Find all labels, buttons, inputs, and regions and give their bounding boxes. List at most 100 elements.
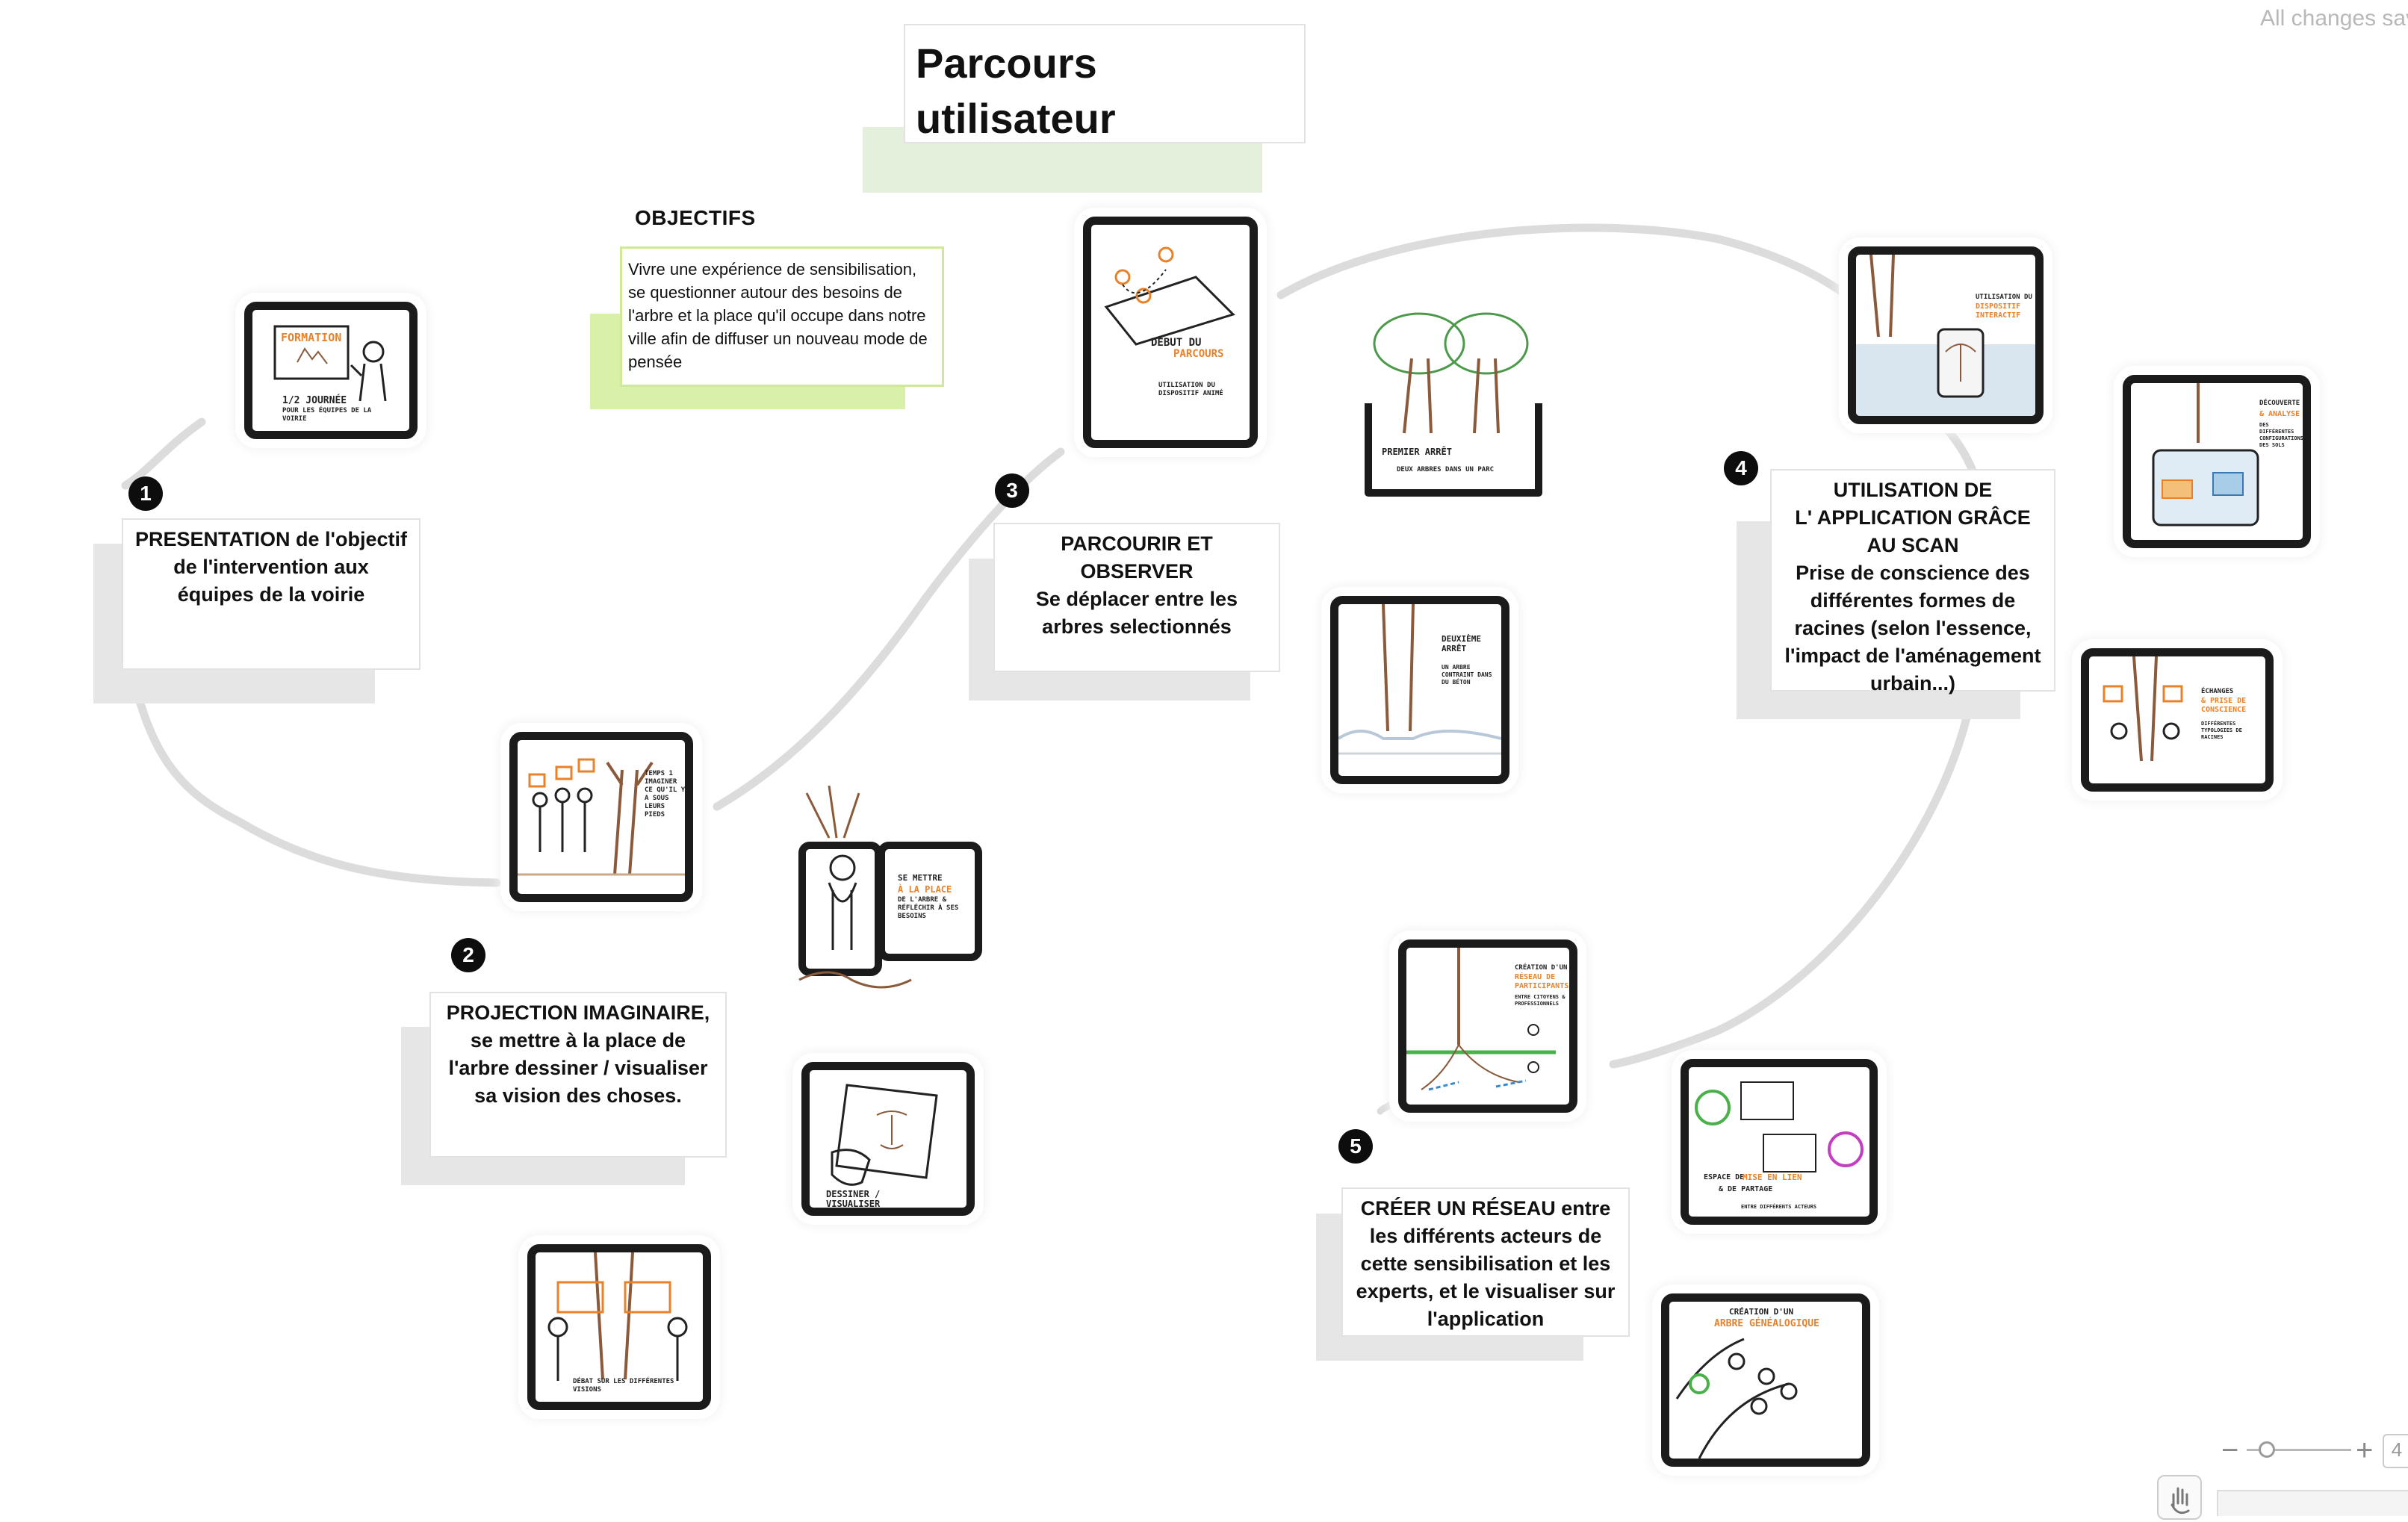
decouverte-caption1: découverte <box>2259 400 2300 407</box>
step2-line: PROJECTION IMAGINAIRE, <box>446 1001 710 1024</box>
step3-line: OBSERVER <box>1080 560 1194 583</box>
step3-line: PARCOURIR ET <box>1061 532 1213 555</box>
dessiner-caption: DESSINER / VISUALISER <box>826 1189 881 1209</box>
step3-line: Se déplacer entre les <box>1035 588 1238 610</box>
step5-line: cette sensibilisation et les <box>1360 1252 1611 1275</box>
step2-number-badge: 2 <box>451 938 485 972</box>
reseau-highlight: réseau de participants <box>1515 973 1569 990</box>
echanges-caption2: différentes typologies de racines <box>2201 721 2242 740</box>
objectives-heading[interactable]: OBJECTIFS <box>635 206 756 229</box>
echanges-caption1: échanges <box>2201 688 2234 695</box>
step4-line: racines (selon l'essence, <box>1794 617 2032 639</box>
exchange-icon <box>2103 656 2183 762</box>
espace-caption2: & de partage <box>1719 1185 1773 1193</box>
temps1-caption: TEMPS 1 imaginer ce qu'il y a sous leurs… <box>645 770 686 819</box>
sketch-espace[interactable]: espace de mise en lien & de partage entr… <box>1681 1059 1878 1225</box>
title-card[interactable]: Parcours utilisateur <box>904 24 1306 143</box>
step1-number-badge: 1 <box>128 476 163 511</box>
step4-line: UTILISATION DE <box>1833 479 1993 501</box>
zoom-slider-handle[interactable] <box>2259 1441 2275 1458</box>
formation-caption2: pour les équipes de la voirie <box>282 407 372 423</box>
sketch-utilisation[interactable]: utilisation du dispositif interactif <box>1848 246 2044 424</box>
step4-line: l'impact de l'aménagement <box>1784 644 2041 667</box>
formation-title: FORMATION <box>281 331 342 344</box>
se-mettre-caption1: se mettre <box>898 873 943 883</box>
utilisation-highlight: dispositif interactif <box>1976 302 2021 320</box>
step2-line: sa vision des choses. <box>474 1084 682 1107</box>
step2-card[interactable]: PROJECTION IMAGINAIRE, se mettre à la pl… <box>429 992 727 1158</box>
step4-line: AU SCAN <box>1866 534 1959 556</box>
debut-caption2: utilisation du dispositif animé <box>1158 382 1223 397</box>
deuxieme-arret-caption: DEUXIÈME ARRÊT <box>1442 634 1481 653</box>
save-status: All changes saved <box>2260 6 2408 31</box>
network-tree-icon <box>1406 948 1556 1091</box>
tablet-icon <box>2152 383 2259 527</box>
objectives-card[interactable]: Vivre une expérience de sensibilisation,… <box>620 246 944 387</box>
se-mettre-caption2: de l'arbre & réfléchir à ses besoins <box>898 896 959 920</box>
zoom-out-button[interactable]: − <box>2221 1434 2239 1467</box>
zoom-slider-track[interactable] <box>2247 1449 2351 1451</box>
sketch-formation[interactable]: FORMATION 1/2 journée pour les équipes d… <box>244 302 418 439</box>
debat-caption: DÉBAT sur les différentes visions <box>573 1378 674 1394</box>
step3-line: arbres selectionnés <box>1042 615 1232 638</box>
step4-line: L' APPLICATION GRÂCE <box>1795 506 2031 529</box>
sketch-premier-arret[interactable]: PREMIER ARRÊT deux arbres dans un parc <box>1359 299 1546 505</box>
step5-line: les différents acteurs de <box>1369 1225 1602 1247</box>
two-trees-icon <box>1365 312 1542 497</box>
step4-line: différentes formes de <box>1810 589 2016 612</box>
deuxieme-arret-sub: un arbre contraint dans du béton <box>1442 664 1492 686</box>
premier-arret-caption: PREMIER ARRÊT <box>1382 447 1452 457</box>
step4-line: urbain...) <box>1870 672 1955 695</box>
reseau-caption1: création d'un <box>1515 964 1568 972</box>
page-title-line1: Parcours <box>916 40 1097 87</box>
decouverte-highlight: & analyse <box>2259 410 2300 418</box>
espace-highlight: mise en lien <box>1743 1172 1802 1182</box>
sketch-echanges[interactable]: échanges & prise de conscience différent… <box>2081 648 2274 792</box>
step3-number-badge: 3 <box>995 473 1029 508</box>
sketch-dessiner[interactable]: DESSINER / VISUALISER <box>801 1062 975 1216</box>
espace-caption3: entre différents acteurs <box>1741 1204 1817 1210</box>
step4-card[interactable]: UTILISATION DE L' APPLICATION GRÂCE AU S… <box>1770 469 2055 695</box>
se-mettre-highlight: à la place <box>898 884 952 895</box>
step1-card[interactable]: PRESENTATION de l'objectif de l'interven… <box>122 518 421 670</box>
debate-icon <box>547 1252 688 1381</box>
genealogique-highlight: arbre généalogique <box>1714 1318 1819 1329</box>
step4-number-badge: 4 <box>1724 451 1758 485</box>
sketch-debut-parcours[interactable]: DÉBUT DU PARCOURS utilisation du disposi… <box>1083 217 1258 448</box>
sketch-se-mettre[interactable]: se mettre à la place de l'arbre & réfléc… <box>792 778 986 995</box>
zoom-in-button[interactable]: + <box>2356 1434 2374 1467</box>
zoom-level-input[interactable]: 4 <box>2383 1434 2408 1468</box>
debut-caption1: DÉBUT DU <box>1151 337 1202 349</box>
genealogique-caption1: création d'un <box>1729 1307 1794 1317</box>
echanges-highlight: & prise de conscience <box>2201 697 2247 714</box>
sketch-decouverte[interactable]: découverte & analyse des différentes con… <box>2123 375 2311 548</box>
page-title-line2: utilisateur <box>916 95 1116 142</box>
sketch-temps1[interactable]: TEMPS 1 imaginer ce qu'il y a sous leurs… <box>509 732 693 902</box>
sketch-debat[interactable]: DÉBAT sur les différentes visions <box>527 1244 711 1410</box>
drawing-hand-icon <box>831 1084 938 1186</box>
sharing-space-icon <box>1695 1081 1864 1172</box>
step1-line: PRESENTATION de l'objectif <box>135 528 407 550</box>
utilisation-caption1: utilisation du <box>1976 293 2032 301</box>
sketch-deuxieme-arret[interactable]: DEUXIÈME ARRÊT un arbre contraint dans d… <box>1330 596 1509 784</box>
people-tree-icon <box>518 758 685 876</box>
bottom-panel[interactable] <box>2217 1490 2408 1516</box>
step5-line: CRÉER UN RÉSEAU entre <box>1360 1197 1611 1220</box>
sketch-reseau[interactable]: création d'un réseau de participants ent… <box>1398 939 1577 1113</box>
hand-icon <box>2170 1487 2190 1515</box>
hand-tool-button[interactable] <box>2157 1475 2202 1520</box>
reseau-caption2: entre citoyens & professionnels <box>1515 994 1565 1007</box>
tree-concrete-icon <box>1338 604 1501 755</box>
step2-line: l'arbre dessiner / visualiser <box>448 1057 708 1079</box>
step5-line: l'application <box>1427 1308 1545 1330</box>
step3-card[interactable]: PARCOURIR ET OBSERVER Se déplacer entre … <box>993 523 1280 672</box>
step5-number-badge: 5 <box>1338 1129 1373 1164</box>
step1-line: de l'intervention aux <box>173 556 369 578</box>
step2-line: se mettre à la place de <box>470 1029 686 1052</box>
person-in-tree-icon <box>798 785 982 989</box>
step5-card[interactable]: CRÉER UN RÉSEAU entre les différents act… <box>1341 1187 1630 1337</box>
sketch-genealogique[interactable]: création d'un arbre généalogique <box>1661 1293 1870 1467</box>
phone-scan-icon <box>1856 255 2035 416</box>
whiteboard-drawing-icon <box>273 325 387 402</box>
